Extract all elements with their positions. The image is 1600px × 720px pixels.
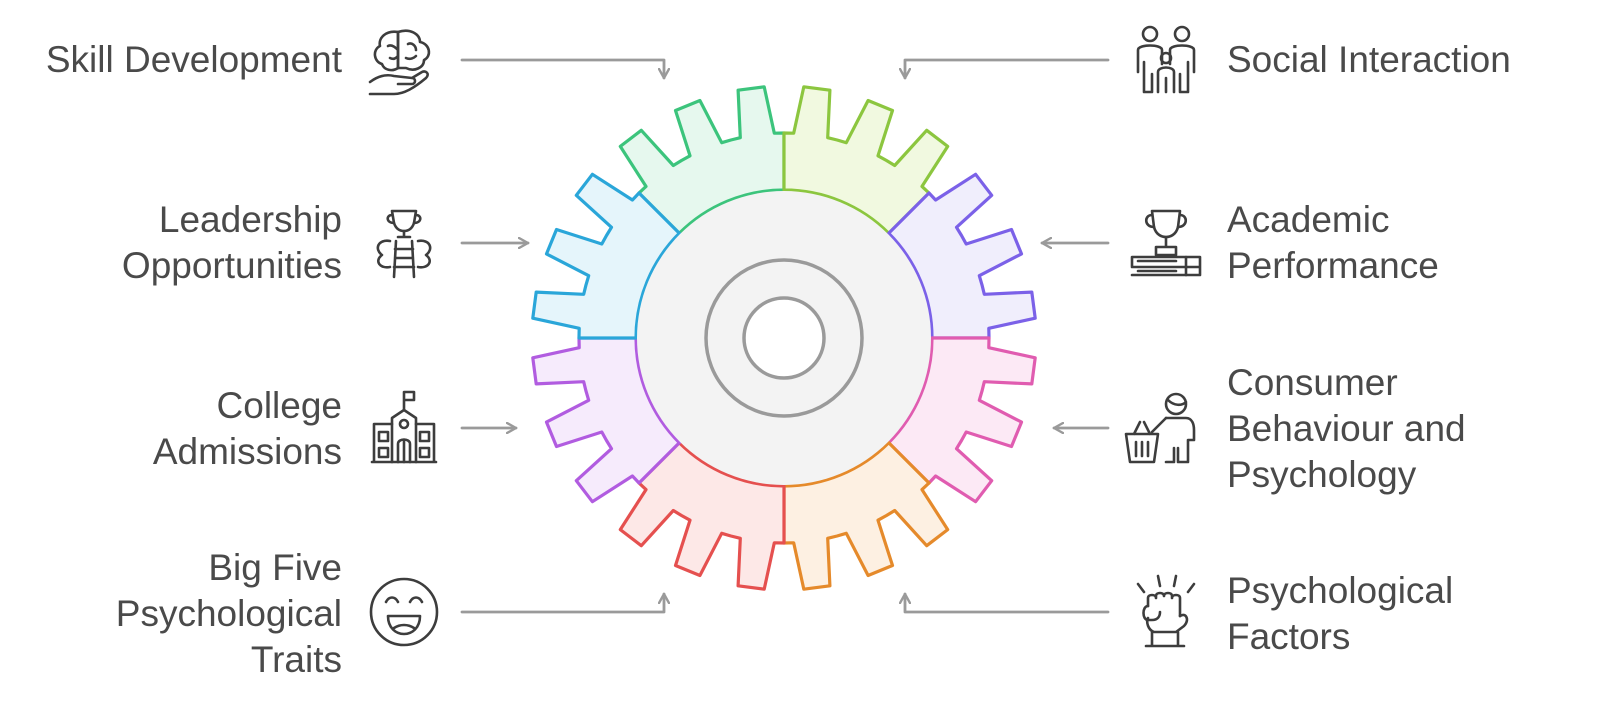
gear-segment-blue (531, 172, 681, 340)
trophy-ladder-icon (376, 209, 432, 279)
label-social-interaction: Social Interaction (1227, 39, 1511, 80)
gear-hub (637, 191, 931, 485)
school-building-icon (370, 390, 438, 464)
gear-segment-violet (887, 172, 1037, 340)
gear-segment-orange (782, 441, 950, 591)
connector-arrows (460, 58, 1110, 614)
label-leadership-opportunities: Leadership Opportunities (121, 199, 342, 286)
arrow-social-interaction (905, 58, 1110, 80)
arrow-big-five (460, 592, 664, 614)
gear-segment-red (618, 441, 786, 591)
smiling-face-icon (369, 577, 439, 647)
label-psychological-factors: Psychological Factors (1227, 570, 1454, 657)
trophy-on-books-icon (1130, 209, 1202, 277)
people-group-icon (1136, 25, 1196, 94)
arrow-psych-factors (905, 592, 1110, 614)
gear (531, 85, 1037, 591)
hub-center-hole (742, 296, 826, 380)
label-big-five-traits: Big Five Psychological Traits (115, 547, 342, 680)
raised-fist-icon (1136, 574, 1196, 648)
gear-segment-lime (782, 85, 950, 235)
label-college-admissions: College Admissions (152, 385, 342, 472)
gear-segment-purple (531, 336, 681, 504)
brain-in-hand-icon (368, 29, 431, 96)
gear-segment-green (618, 85, 786, 235)
shopper-basket-icon (1124, 392, 1196, 464)
gear-segment-pink (887, 336, 1037, 504)
hub-ring (704, 258, 864, 418)
label-skill-development: Skill Development (45, 39, 342, 80)
arrow-skill-development (460, 58, 664, 80)
label-consumer-behaviour: Consumer Behaviour and Psychology (1227, 362, 1466, 495)
label-academic-performance: Academic Performance (1227, 199, 1439, 286)
